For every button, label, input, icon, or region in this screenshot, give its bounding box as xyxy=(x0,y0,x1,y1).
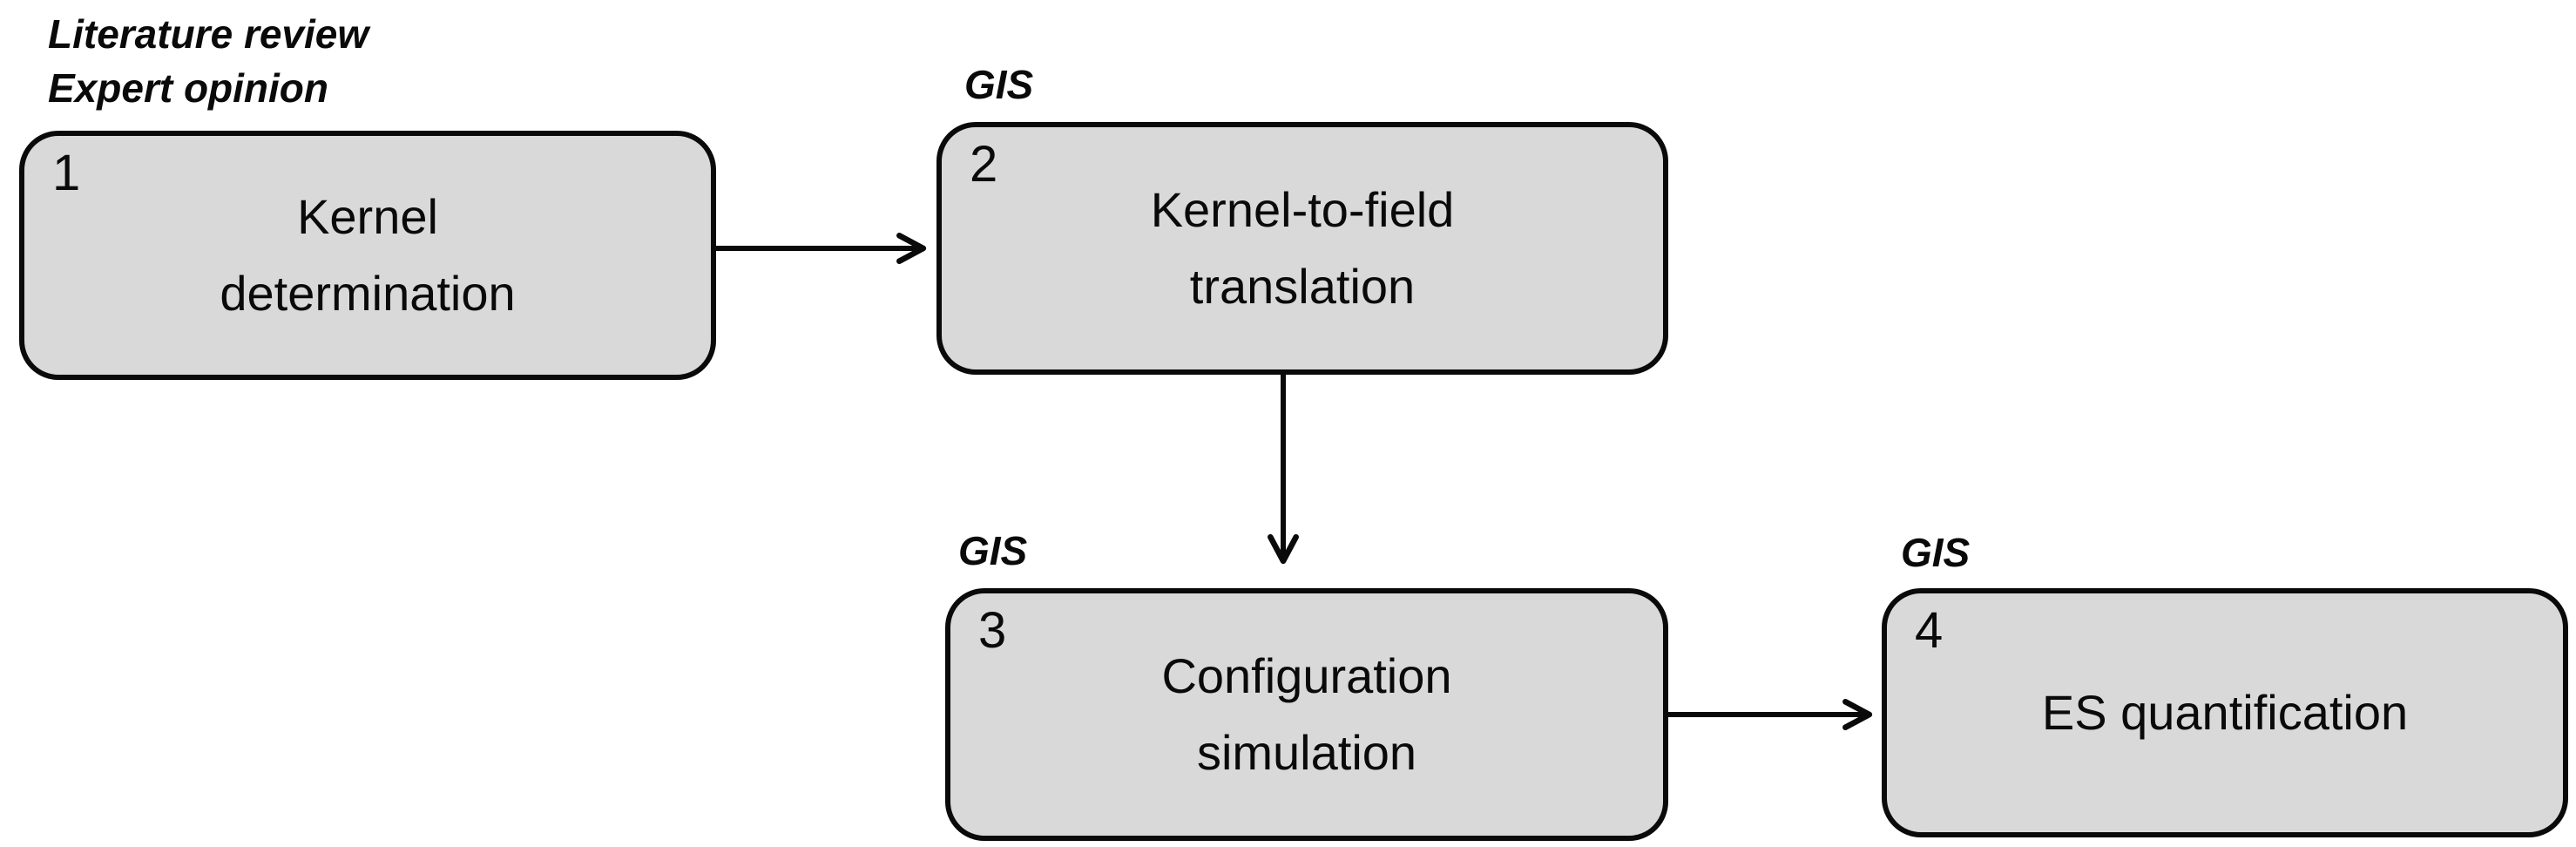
step-1-number: 1 xyxy=(52,145,81,201)
method-label-line: Expert opinion xyxy=(48,65,328,111)
step-title-line: Configuration xyxy=(1161,648,1452,703)
step-2-number: 2 xyxy=(970,136,998,193)
step-3-number: 3 xyxy=(978,602,1007,659)
step-4-number: 4 xyxy=(1915,602,1944,659)
step-title-line: determination xyxy=(220,266,516,321)
method-label-line: GIS xyxy=(1901,530,1971,575)
step-title-line: Kernel-to-field xyxy=(1150,182,1455,237)
step-1-title: Kernel determination xyxy=(220,179,515,332)
step-4-box: 4 ES quantification xyxy=(1882,588,2568,837)
method-label-line: GIS xyxy=(958,528,1028,573)
step-1-box: 1 Kernel determination xyxy=(19,131,716,380)
step-3-title: Configuration simulation xyxy=(1161,638,1451,791)
step-2-box: 2 Kernel-to-field translation xyxy=(936,122,1668,375)
step-title-line: simulation xyxy=(1196,725,1417,780)
step-title-line: Kernel xyxy=(297,189,438,244)
method-label-step-3: GIS xyxy=(958,524,1027,578)
method-label-line: GIS xyxy=(964,62,1034,107)
step-3-box: 3 Configuration simulation xyxy=(945,588,1668,841)
method-label-step-1: Literature review Expert opinion xyxy=(48,7,368,115)
step-2-title: Kernel-to-field translation xyxy=(1151,172,1455,325)
method-label-line: Literature review xyxy=(48,11,369,57)
step-title-line: translation xyxy=(1189,259,1416,314)
method-label-step-2: GIS xyxy=(964,58,1033,112)
step-title-line: ES quantification xyxy=(2041,685,2409,740)
method-label-step-4: GIS xyxy=(1901,525,1970,579)
step-4-title: ES quantification xyxy=(2042,674,2408,751)
